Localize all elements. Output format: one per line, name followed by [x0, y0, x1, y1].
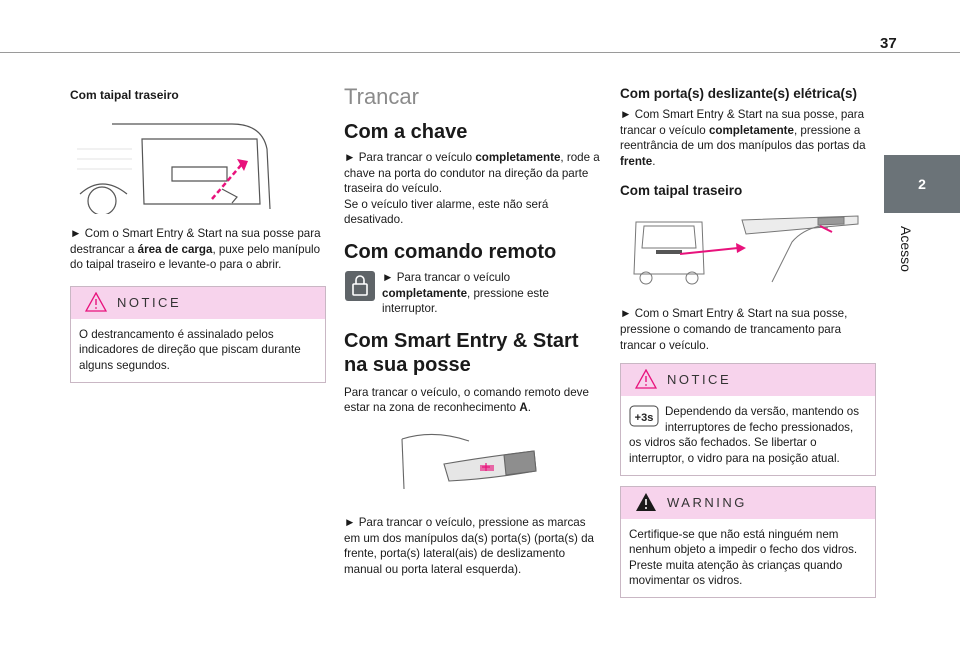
key-step: ► Para trancar o veículo completamente, …	[344, 151, 600, 196]
warning-filled-icon	[636, 492, 656, 511]
lock-button-icon	[345, 270, 375, 301]
header-rule	[0, 52, 960, 53]
smart-entry-intro: Para trancar o veículo, o comando remoto…	[344, 385, 589, 415]
page-number: 37	[880, 35, 897, 52]
notice-box-windows: NOTICE +3s Dependendo da versão, mantend…	[620, 363, 876, 476]
notice-title: NOTICE	[667, 372, 732, 388]
chapter-tab[interactable]: 2	[884, 155, 960, 213]
heading-sliding-doors: Com porta(s) deslizante(s) elétrica(s)	[620, 86, 858, 101]
heading-smart-entry: Com Smart Entry & Start na sua posse	[344, 329, 579, 376]
heading-tailgate-lock: Com taipal traseiro	[620, 183, 743, 199]
notice-text: O destrancamento é assinalado pelos indi…	[79, 327, 301, 372]
smart-entry-step: ► Para trancar o veículo, pressione as m…	[344, 515, 595, 576]
key-note: Se o veículo tiver alarme, este não será…	[344, 197, 549, 227]
tailgate-lock-step: ► Com o Smart Entry & Start na sua posse…	[620, 307, 848, 352]
warning-triangle-icon	[635, 369, 657, 389]
warning-triangle-icon	[85, 291, 107, 312]
tailgate-unlock-step: ► Com o Smart Entry & Start na sua posse…	[70, 227, 321, 272]
notice-box-unlock: NOTICE O destrancamento é assinalado pel…	[70, 285, 326, 383]
column-middle: Trancar Com a chave ► Para trancar o veí…	[344, 80, 600, 577]
svg-text:+3s: +3s	[635, 412, 654, 424]
notice-text: Dependendo da versão, mantendo os interr…	[629, 405, 860, 465]
warning-box: WARNING Certifique-se que não está ningu…	[620, 485, 876, 598]
heading-with-key: Com a chave	[344, 121, 468, 143]
door-handle-illustration	[401, 433, 537, 489]
column-left: Com taipal traseiro ► Com o Smart Entry …	[70, 80, 326, 383]
column-right: Com porta(s) deslizante(s) elétrica(s) ►…	[620, 80, 876, 598]
tailgate-unlock-illustration	[77, 123, 271, 214]
tailgate-lock-illustration	[633, 215, 859, 285]
three-seconds-icon: +3s	[629, 405, 659, 427]
warning-title: WARNING	[667, 494, 747, 510]
chapter-label: Acesso	[883, 220, 929, 278]
remote-step: ► Para trancar o veículo completamente, …	[382, 270, 549, 316]
notice-title: NOTICE	[117, 294, 182, 310]
chapter-label-text: Acesso	[898, 226, 914, 272]
heading-remote-control: Com comando remoto	[344, 240, 557, 263]
sliding-step: ► Com Smart Entry & Start na sua posse, …	[620, 108, 866, 168]
warning-text: Certifique-se que não está ninguém nem n…	[629, 527, 858, 588]
section-title: Trancar	[344, 84, 419, 109]
heading-tailgate-unlock: Com taipal traseiro	[70, 88, 179, 102]
